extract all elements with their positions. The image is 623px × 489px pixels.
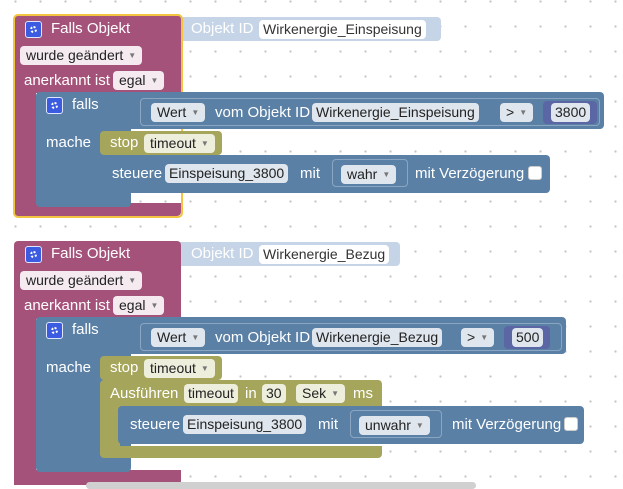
then-label: mache <box>46 134 92 151</box>
changed-dropdown[interactable]: wurde geändert ▼ <box>20 46 143 65</box>
stop-timeout-block[interactable]: stop timeout ▼ <box>100 356 222 380</box>
dropdown-arrow-icon: ▼ <box>128 51 137 61</box>
timeout-unit-dropdown-label: Sek <box>302 385 327 401</box>
operator-dropdown[interactable]: >▼ <box>500 103 534 122</box>
stop-timeout-dropdown[interactable]: timeout ▼ <box>144 134 215 153</box>
ack-dropdown[interactable]: egal ▼ <box>113 296 165 315</box>
gear-icon[interactable] <box>46 97 63 114</box>
object-id-label: Objekt ID <box>191 245 254 262</box>
object-id-value-field[interactable]: Wirkenergie_Einspeisung <box>259 20 426 39</box>
number-block[interactable]: 3800 <box>543 101 597 124</box>
run-label: Ausführen <box>110 385 179 402</box>
bool-dropdown[interactable]: wahr ▼ <box>341 165 397 184</box>
operator-dropdown-label: > <box>506 104 515 120</box>
dropdown-arrow-icon: ▼ <box>191 108 200 118</box>
gear-icon[interactable] <box>25 246 42 263</box>
object-id-block-1[interactable]: Objekt ID Wirkenergie_Einspeisung <box>175 17 441 41</box>
control-block-1[interactable]: steuere Einspeisung_3800 mit wahr ▼ mit V… <box>100 155 550 193</box>
trigger-left-bar <box>14 317 36 485</box>
if-label: falls <box>72 321 99 338</box>
timeout-unit-dropdown[interactable]: Sek ▼ <box>296 384 346 403</box>
then-label: mache <box>46 359 92 376</box>
value-dropdown-label: Wert <box>157 329 187 345</box>
dropdown-arrow-icon: ▼ <box>200 364 209 374</box>
control-block-2[interactable]: steuere Einspeisung_3800 mit unwahr ▼ mit… <box>118 406 584 444</box>
delay-checkbox[interactable] <box>528 166 542 180</box>
control-label: steuere <box>112 165 163 182</box>
dropdown-arrow-icon: ▼ <box>382 170 391 180</box>
number-field[interactable]: 3800 <box>551 103 591 122</box>
ack-dropdown-label: egal <box>119 72 146 88</box>
control-with-label: mit <box>318 416 338 433</box>
bool-dropdown-label: unwahr <box>365 417 411 433</box>
from-object-field[interactable]: Wirkenergie_Bezug <box>312 328 443 347</box>
object-id-block-2[interactable]: Objekt ID Wirkenergie_Bezug <box>175 242 400 266</box>
bool-dropdown[interactable]: unwahr ▼ <box>359 416 430 435</box>
run-timeout-left-bar <box>100 406 120 451</box>
dropdown-arrow-icon: ▼ <box>150 76 159 86</box>
delay-checkbox[interactable] <box>564 417 578 431</box>
stop-timeout-block[interactable]: stop timeout ▼ <box>100 131 222 155</box>
bool-dropdown-label: wahr <box>347 166 378 182</box>
in-label: in <box>245 385 257 402</box>
run-timeout-bottom-bar <box>100 446 382 458</box>
control-label: steuere <box>130 416 181 433</box>
changed-dropdown-label: wurde geändert <box>26 272 124 288</box>
changed-dropdown[interactable]: wurde geändert ▼ <box>20 271 143 290</box>
control-target-field[interactable]: Einspeisung_3800 <box>183 415 307 434</box>
from-object-field[interactable]: Wirkenergie_Einspeisung <box>312 103 479 122</box>
delay-label: mit Verzögerung <box>415 165 525 182</box>
gear-icon[interactable] <box>25 21 42 38</box>
ms-label: ms <box>353 385 373 402</box>
object-id-label: Objekt ID <box>191 20 254 37</box>
number-block[interactable]: 500 <box>504 326 550 349</box>
if-label: falls <box>72 96 99 113</box>
dropdown-arrow-icon: ▼ <box>191 333 200 343</box>
dropdown-arrow-icon: ▼ <box>331 389 340 399</box>
changed-dropdown-label: wurde geändert <box>26 47 124 63</box>
object-id-value-field[interactable]: Wirkenergie_Bezug <box>259 245 390 264</box>
stop-timeout-dropdown-label: timeout <box>150 360 196 376</box>
horizontal-scrollbar[interactable] <box>86 482 476 489</box>
operator-dropdown-label: > <box>467 329 476 345</box>
timeout-amount-field[interactable]: 30 <box>262 384 286 403</box>
ack-label: anerkannt ist <box>24 297 110 314</box>
timeout-name-field[interactable]: timeout <box>184 384 238 403</box>
stop-timeout-dropdown-label: timeout <box>150 135 196 151</box>
value-dropdown-label: Wert <box>157 104 187 120</box>
delay-label: mit Verzögerung <box>452 416 562 433</box>
from-object-label: vom Objekt ID <box>215 104 311 121</box>
from-object-label: vom Objekt ID <box>215 329 311 346</box>
control-with-label: mit <box>300 165 320 182</box>
ack-dropdown[interactable]: egal ▼ <box>113 71 165 90</box>
compare-block-1[interactable]: Wert ▼ vom Objekt ID Wirkenergie_Einspeis… <box>140 98 600 126</box>
dropdown-arrow-icon: ▼ <box>480 333 489 343</box>
operator-dropdown[interactable]: >▼ <box>461 328 495 347</box>
trigger-left-bar <box>14 90 36 215</box>
stop-label: stop <box>110 134 139 151</box>
ack-dropdown-label: egal <box>119 297 146 313</box>
run-timeout-block[interactable]: Ausführen timeout in 30 Sek ▼ ms <box>100 380 382 408</box>
number-field[interactable]: 500 <box>512 328 544 347</box>
compare-block-2[interactable]: Wert▼ vom Objekt ID Wirkenergie_Bezug >▼… <box>140 323 562 351</box>
dropdown-arrow-icon: ▼ <box>150 301 159 311</box>
dropdown-arrow-icon: ▼ <box>200 139 209 149</box>
trigger-header-label: Falls Objekt <box>51 20 131 37</box>
trigger-bottom-bar <box>14 470 181 485</box>
value-dropdown[interactable]: Wert ▼ <box>151 328 206 347</box>
bool-block[interactable]: unwahr ▼ <box>350 410 442 438</box>
bool-block[interactable]: wahr ▼ <box>332 159 408 187</box>
value-dropdown[interactable]: Wert ▼ <box>151 103 206 122</box>
dropdown-arrow-icon: ▼ <box>128 276 137 286</box>
dropdown-arrow-icon: ▼ <box>519 108 528 118</box>
stop-timeout-dropdown[interactable]: timeout ▼ <box>144 359 215 378</box>
ack-label: anerkannt ist <box>24 72 110 89</box>
gear-icon[interactable] <box>46 322 63 339</box>
dropdown-arrow-icon: ▼ <box>415 421 424 431</box>
control-target-field[interactable]: Einspeisung_3800 <box>165 164 289 183</box>
trigger-header-label: Falls Objekt <box>51 245 131 262</box>
stop-label: stop <box>110 359 139 376</box>
